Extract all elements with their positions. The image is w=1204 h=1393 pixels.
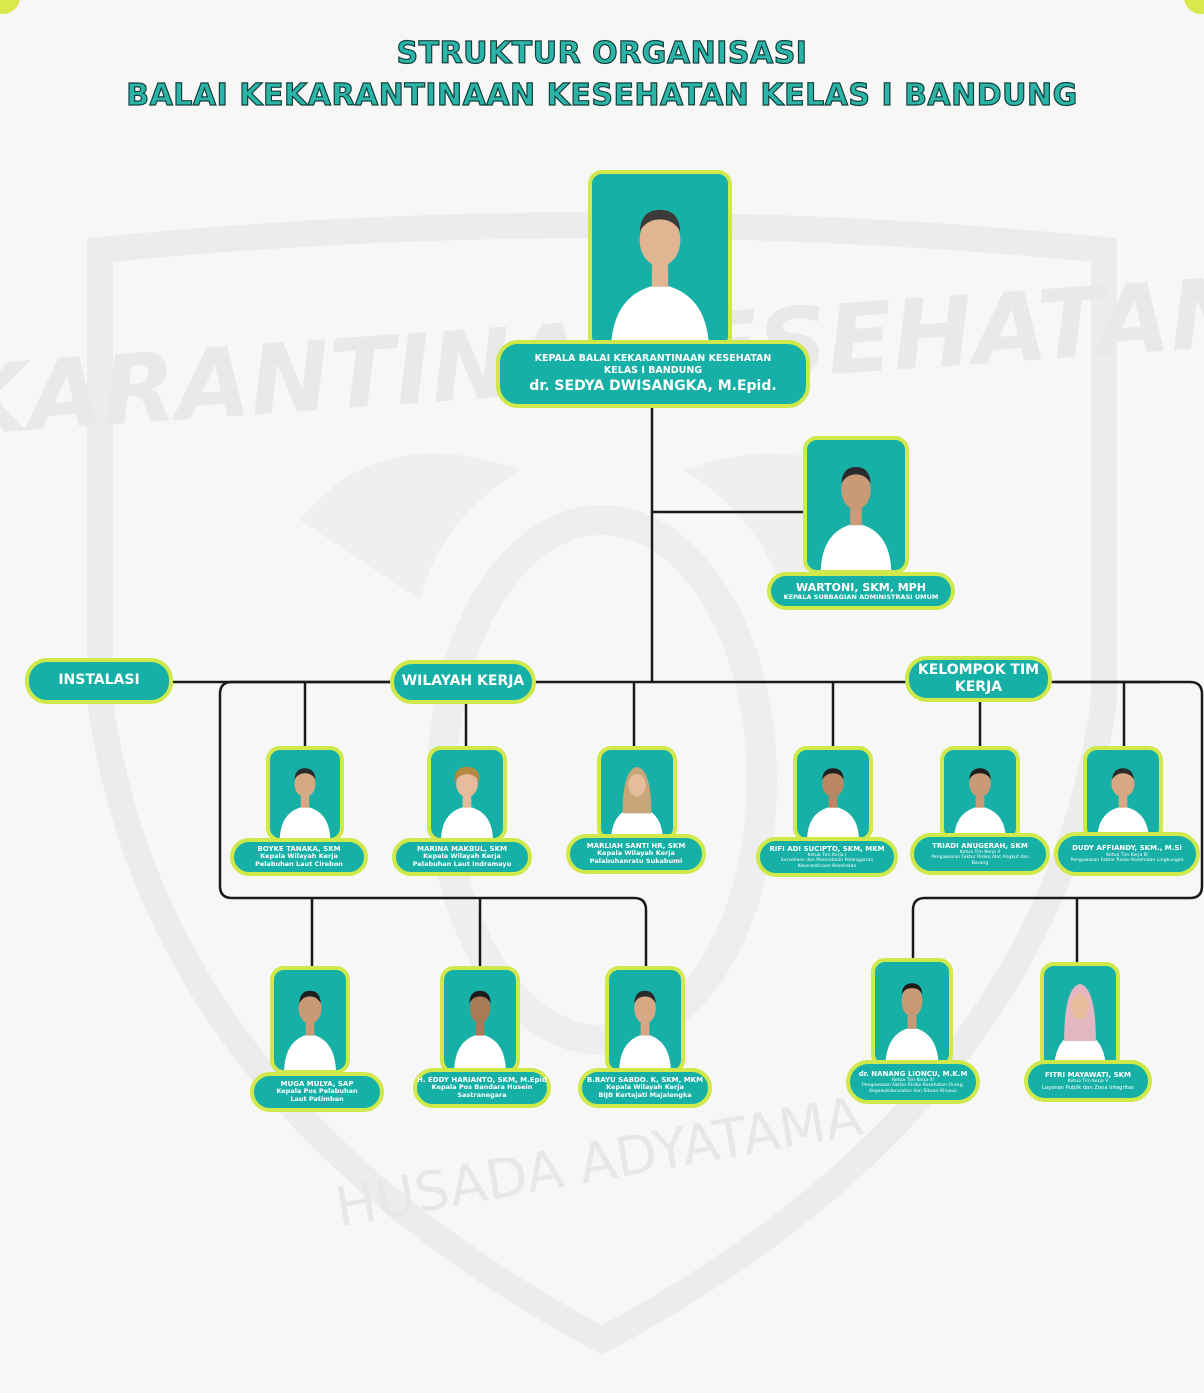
wilayah-3-desc: Palabuhanratu Sukabumi — [589, 857, 683, 866]
tim-5-label: FITRI MAYAWATI, SKM Ketua Tim Kerja V La… — [1024, 1060, 1152, 1102]
wilayah-6-role: Kepala Wilayah Kerja — [606, 1083, 684, 1092]
wilayah-2-role: Kepala Wilayah Kerja — [423, 852, 501, 861]
person-icon — [954, 768, 1006, 838]
wilayah-1-label: BOYKE TANAKA, SKM Kepala Wilayah Kerja P… — [230, 838, 368, 876]
head-photo — [588, 170, 732, 350]
wilayah-6-name: B.BAYU SABDO. K, SKM, MKM — [586, 1076, 704, 1084]
person-icon — [611, 209, 709, 346]
dept-wilayah-kerja: WILAYAH KERJA — [390, 660, 536, 704]
tim-2-desc: Pengawasan Faktor Risiko Alat Angkut dan… — [931, 855, 1029, 866]
wilayah-2-label: MARINA MAKBUL, SKM Kepala Wilayah Kerja … — [392, 838, 532, 876]
tim-1-desc: Surveilans dan Pemindaian Pelanggaran Ke… — [780, 858, 874, 869]
wilayah-4-role: Kepala Pos Pelabuhan — [276, 1087, 358, 1096]
tim-3-desc: Pengawasan Faktor Risiko Kesehatan Lingk… — [1070, 858, 1184, 864]
wilayah-5-role: Kepala Pos Bandara Husein — [431, 1083, 533, 1092]
tim-2-photo — [940, 746, 1020, 842]
wilayah-4-name: MUGA MULYA, SAP — [280, 1080, 354, 1088]
admin-photo — [803, 436, 909, 574]
tim-3-name: DUDY AFFIANDY, SKM., M.Si — [1072, 844, 1182, 853]
tim-4-name: dr. NANANG LIONCU, M.K.M — [858, 1069, 968, 1078]
person-icon — [820, 467, 892, 570]
wilayah-3-name: MARLIAH SANTI HR, SKM — [586, 842, 686, 850]
tim-3-role: Ketua Tim Kerja III — [1106, 852, 1148, 858]
wilayah-1-name: BOYKE TANAKA, SKM — [257, 845, 341, 853]
tim-2-label: TRIADI ANUGERAH, SKM Ketua Tim Kerja II … — [910, 833, 1050, 875]
person-icon — [885, 983, 939, 1064]
person-icon — [1097, 768, 1149, 838]
wilayah-2-name: MARINA MAKBUL, SKM — [417, 845, 507, 853]
wilayah-5-label: H. EDDY HARIANTO, SKM, M.Epid Kepala Pos… — [413, 1068, 551, 1108]
person-icon — [807, 768, 859, 838]
wilayah-2-desc: Pelabuhan Laut Indramayu — [412, 860, 512, 869]
person-icon — [284, 990, 336, 1070]
tim-4-desc: Pengawasan Faktor Risiko Kesehatan Orang… — [862, 1083, 964, 1094]
wilayah-4-photo — [270, 966, 350, 1074]
tim-5-name: FITRI MAYAWATI, SKM — [1045, 1070, 1131, 1079]
head-name: dr. SEDYA DWISANGKA, M.Epid. — [529, 377, 777, 394]
head-label: KEPALA BALAI KEKARANTINAAN KESEHATAN KEL… — [496, 340, 810, 408]
wilayah-3-role: Kepala Wilayah Kerja — [597, 849, 675, 858]
tim-2-role: Ketua Tim Kerja II — [959, 849, 1001, 855]
admin-name: WARTONI, SKM, MPH — [796, 580, 926, 594]
page-title: STRUKTUR ORGANISASI — [396, 35, 808, 71]
wilayah-6-desc: BIJB Kertajati Majalengka — [598, 1091, 692, 1100]
tim-3-photo — [1083, 746, 1163, 842]
dept-instalasi: INSTALASI — [25, 658, 173, 704]
wilayah-5-photo — [440, 966, 520, 1074]
head-title-line1: KEPALA BALAI KEKARANTINAAN KESEHATAN — [534, 353, 772, 365]
wilayah-1-desc: Pelabuhan Laut Cirebon — [255, 860, 343, 869]
wilayah-1-photo — [266, 746, 344, 842]
wilayah-5-name: H. EDDY HARIANTO, SKM, M.Epid — [417, 1076, 547, 1084]
page-subtitle: BALAI KEKARANTINAAN KESEHATAN KELAS I BA… — [126, 77, 1078, 113]
tim-4-photo — [871, 958, 953, 1068]
tim-1-label: RIFI ADI SUCIPTO, SKM, MKM Ketua Tim Ker… — [756, 837, 898, 877]
tim-1-name: RIFI ADI SUCIPTO, SKM, MKM — [769, 844, 885, 853]
tim-5-role: Ketua Tim Kerja V — [1067, 1079, 1109, 1085]
dept-kelompok-tim-kerja: KELOMPOK TIM KERJA — [905, 656, 1052, 702]
wilayah-5-desc: Sastranegara — [457, 1091, 507, 1100]
wilayah-6-label: B.BAYU SABDO. K, SKM, MKM Kepala Wilayah… — [578, 1068, 712, 1108]
tim-4-label: dr. NANANG LIONCU, M.K.M Ketua Tim Kerja… — [846, 1060, 980, 1104]
wilayah-4-label: MUGA MULYA, SAP Kepala Pos Pelabuhan Lau… — [250, 1072, 384, 1112]
person-icon — [454, 990, 506, 1070]
head-title-line2: KELAS I BANDUNG — [603, 364, 703, 376]
person-icon — [279, 768, 331, 838]
tim-3-label: DUDY AFFIANDY, SKM., M.Si Ketua Tim Kerj… — [1054, 832, 1200, 876]
tim-5-desc: Layanan Publik dan Zona Integritas — [1042, 1084, 1134, 1091]
wilayah-3-label: MARLIAH SANTI HR, SKM Kepala Wilayah Ker… — [566, 834, 706, 874]
wilayah-3-photo — [597, 746, 677, 842]
person-icon — [611, 766, 663, 838]
tim-1-role: Ketua Tim Kerja I — [807, 852, 847, 858]
wilayah-4-desc: Laut Patimban — [290, 1095, 344, 1104]
person-icon — [619, 990, 671, 1070]
tim-2-name: TRIADI ANUGERAH, SKM — [932, 841, 1028, 850]
tim-5-photo — [1040, 962, 1120, 1072]
tim-4-role: Ketua Tim Kerja IV — [891, 1077, 935, 1083]
wilayah-1-role: Kepala Wilayah Kerja — [260, 852, 338, 861]
wilayah-6-photo — [605, 966, 685, 1074]
tim-1-photo — [793, 746, 873, 842]
wilayah-2-photo — [427, 746, 507, 842]
admin-role: KEPALA SUBBAGIAN ADMINISTRASI UMUM — [783, 592, 939, 601]
person-icon — [1054, 983, 1106, 1068]
person-icon — [441, 766, 493, 838]
admin-label: WARTONI, SKM, MPH KEPALA SUBBAGIAN ADMIN… — [767, 572, 955, 610]
